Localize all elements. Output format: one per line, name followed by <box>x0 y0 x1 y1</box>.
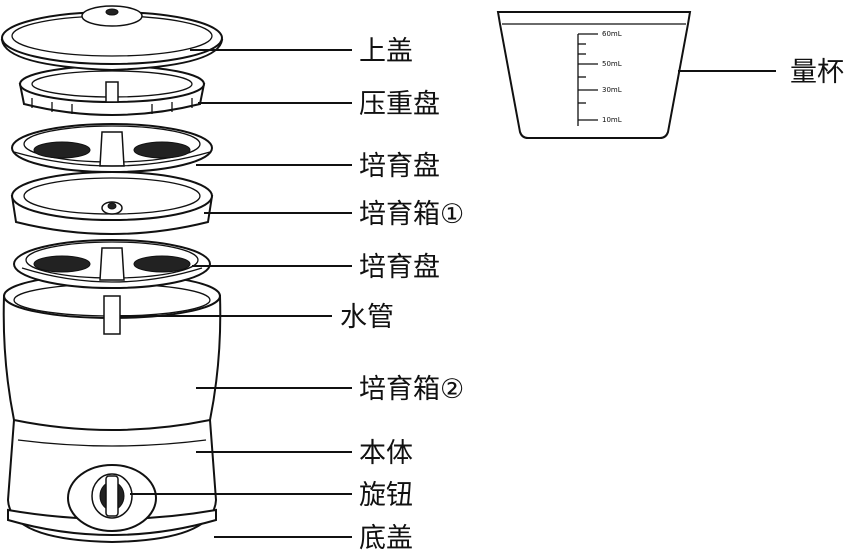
cup-scale-30: 30mL <box>602 86 622 94</box>
cup-scale-60: 60mL <box>602 30 622 38</box>
knob[interactable] <box>67 464 157 532</box>
label-water-pipe: 水管 <box>340 302 394 333</box>
label-lid: 上盖 <box>359 36 413 67</box>
label-press-plate: 压重盘 <box>359 89 440 120</box>
label-base-cover: 底盖 <box>359 523 413 554</box>
label-body: 本体 <box>359 438 413 469</box>
label-tray-top: 培育盘 <box>359 151 440 182</box>
label-knob: 旋钮 <box>359 480 413 511</box>
culture-tray-top <box>11 123 213 173</box>
leader-lines <box>120 49 776 538</box>
cup-scale-50: 50mL <box>602 60 622 68</box>
main-body <box>2 273 222 544</box>
top-lid <box>0 5 224 72</box>
measuring-cup: 60mL 50mL 30mL 10mL <box>496 11 692 139</box>
label-box-2: 培育箱② <box>359 374 464 405</box>
press-plate <box>18 65 206 116</box>
culture-box-1 <box>10 171 214 235</box>
label-tray-bottom: 培育盘 <box>359 252 440 283</box>
label-measuring-cup: 量杯 <box>790 57 844 88</box>
label-box-1: 培育箱① <box>359 199 464 230</box>
cup-scale-10: 10mL <box>602 116 622 124</box>
culture-tray-bottom <box>13 239 211 289</box>
